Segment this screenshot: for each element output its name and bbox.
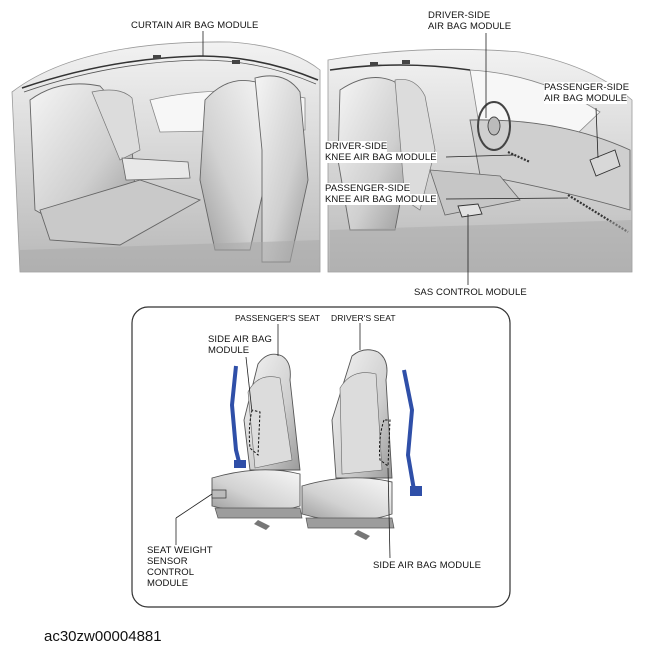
- passenger-seat-illustration: [211, 353, 303, 530]
- label-sas-control-module: SAS CONTROL MODULE: [414, 287, 527, 298]
- label-drivers-seat: DRIVER'S SEAT: [331, 313, 396, 323]
- label-passenger-side-air-bag-2: AIR BAG MODULE: [544, 93, 628, 104]
- label-side-air-bag-module-lower: SIDE AIR BAG MODULE: [373, 560, 482, 571]
- label-seat-weight-3: CONTROL: [147, 567, 195, 578]
- label-seat-weight-1: SEAT WEIGHT: [147, 545, 213, 556]
- label-side-air-bag-module-upper-1: SIDE AIR BAG: [208, 334, 273, 345]
- label-seat-weight-4: MODULE: [147, 578, 189, 589]
- label-driver-side-air-bag-1: DRIVER-SIDE: [428, 10, 491, 21]
- driver-seat-illustration: [301, 349, 422, 540]
- label-driver-knee-air-bag-1: DRIVER-SIDE: [325, 141, 388, 152]
- label-side-air-bag-module-upper-2: MODULE: [208, 345, 250, 356]
- label-passenger-knee-air-bag-2: KNEE AIR BAG MODULE: [325, 194, 437, 205]
- front-cabin-illustration: [327, 48, 633, 273]
- label-passengers-seat: PASSENGER'S SEAT: [235, 313, 321, 323]
- seats-inset-frame: [131, 306, 511, 608]
- label-curtain-air-bag-module: CURTAIN AIR BAG MODULE: [131, 20, 259, 31]
- label-passenger-knee-air-bag-1: PASSENGER-SIDE: [325, 183, 411, 194]
- leader-lines-inset: [175, 323, 391, 559]
- label-seat-weight-2: SENSOR: [147, 556, 188, 567]
- label-passenger-side-air-bag-1: PASSENGER-SIDE: [544, 82, 630, 93]
- label-driver-side-air-bag-2: AIR BAG MODULE: [428, 21, 512, 32]
- label-driver-knee-air-bag-2: KNEE AIR BAG MODULE: [325, 152, 437, 163]
- figure-id-caption: ac30zw00004881: [44, 628, 162, 645]
- rear-cabin-illustration: [11, 41, 321, 273]
- leader-lines-top: [202, 30, 599, 285]
